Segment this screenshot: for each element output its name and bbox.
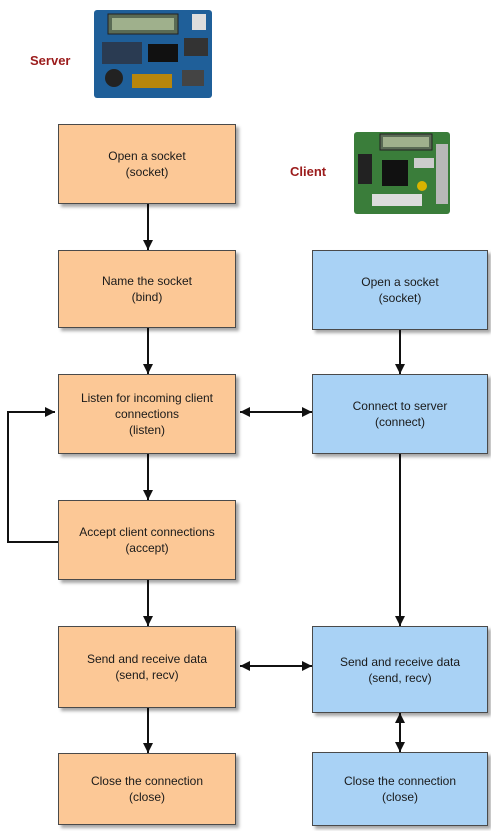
step-title: Close the connection — [90, 774, 204, 788]
step-call: (listen) — [128, 423, 165, 437]
step-call: (close) — [128, 790, 165, 804]
step-call: (close) — [381, 790, 418, 804]
step-call: (connect) — [374, 415, 426, 429]
client-step-socket: Open a socket (socket) — [312, 250, 488, 330]
server-step-send-recv: Send and receive data (send, recv) — [58, 626, 236, 708]
step-title: Connect to server — [352, 399, 448, 413]
step-title: Accept client connections — [79, 525, 215, 539]
client-step-connect: Connect to server (connect) — [312, 374, 488, 454]
step-title: Send and receive data — [339, 654, 461, 669]
step-call: (socket) — [378, 291, 422, 305]
step-call: (bind) — [131, 290, 163, 304]
step-title: Close the connection — [343, 774, 457, 788]
server-step-accept: Accept client connections (accept) — [58, 500, 236, 580]
server-board-image — [94, 10, 212, 98]
server-step-bind: Name the socket (bind) — [58, 250, 236, 328]
step-title: Name the socket — [101, 274, 193, 288]
server-step-close: Close the connection (close) — [58, 753, 236, 825]
step-call: (send, recv) — [368, 670, 432, 685]
client-step-send-recv: Send and receive data (send, recv) — [312, 626, 488, 713]
step-title: Open a socket — [108, 149, 186, 163]
server-label: Server — [30, 53, 71, 68]
step-title: Listen for incoming client connections — [80, 391, 214, 421]
client-label: Client — [290, 164, 327, 179]
client-step-close: Close the connection (close) — [312, 752, 488, 826]
loop-accept-to-listen — [7, 407, 58, 543]
server-step-listen: Listen for incoming client connections (… — [58, 374, 236, 454]
server-step-socket: Open a socket (socket) — [58, 124, 236, 204]
step-title: Send and receive data — [86, 652, 208, 666]
step-title: Open a socket — [361, 275, 439, 289]
client-board-image — [354, 132, 450, 214]
step-call: (send, recv) — [115, 668, 179, 682]
step-call: (socket) — [125, 165, 169, 179]
step-call: (accept) — [125, 541, 169, 555]
